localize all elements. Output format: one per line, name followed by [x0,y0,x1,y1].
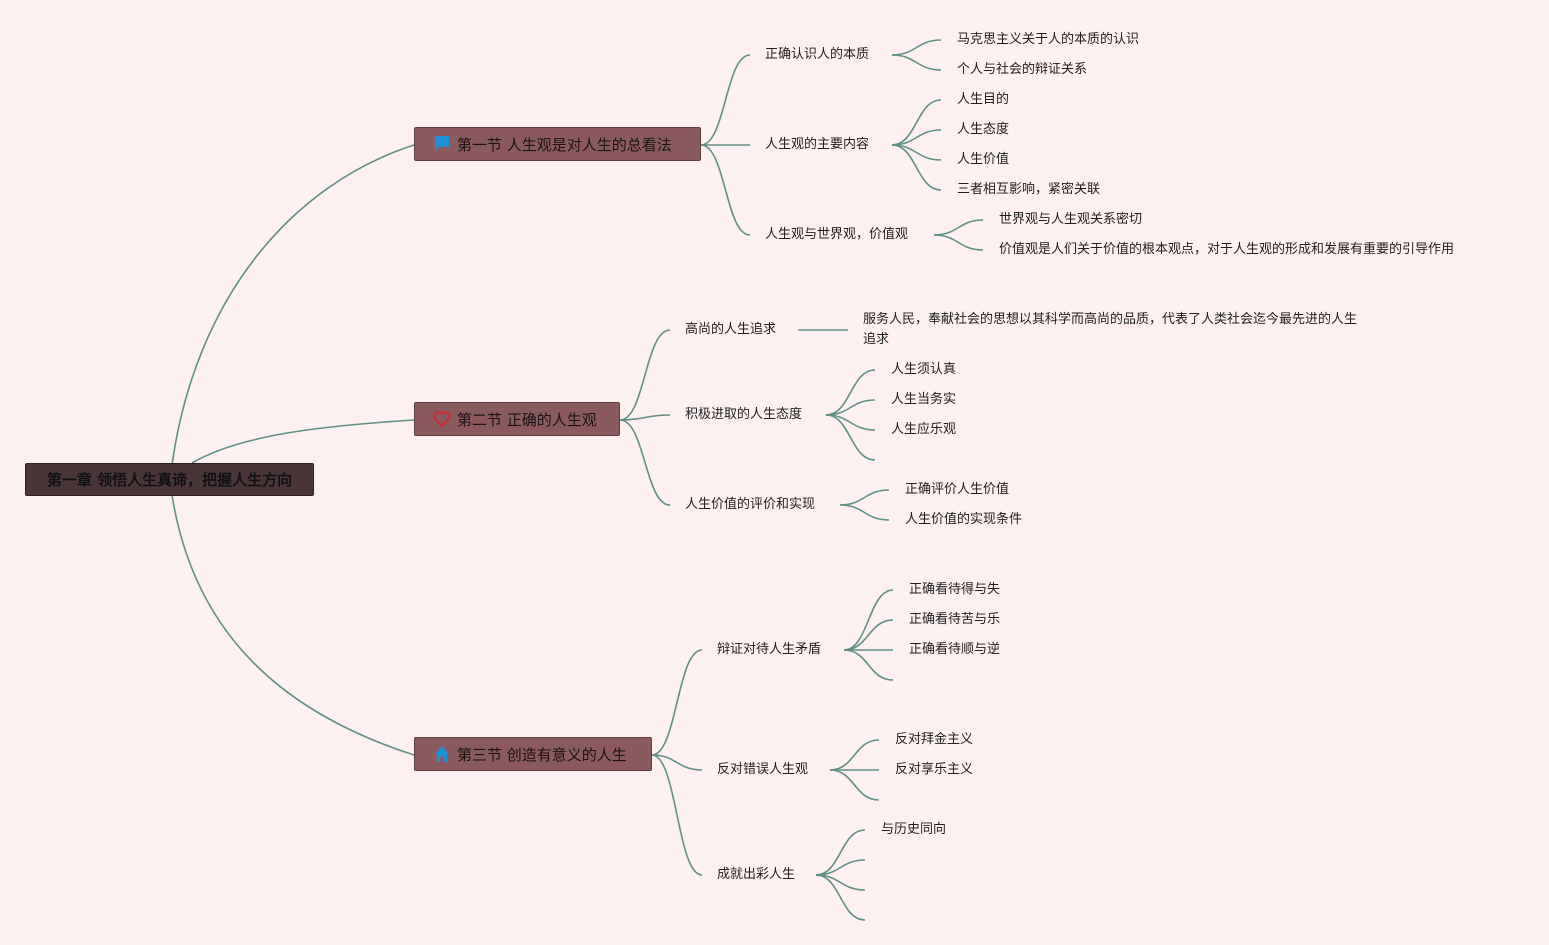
section-label: 第二节 正确的人生观 [457,410,597,429]
heart-icon [431,409,453,429]
leaf-2-1-1[interactable]: 服务人民，奉献社会的思想以其科学而高尚的品质，代表了人类社会迄今最先进的人生追求 [863,312,1358,347]
connector-line-24 [843,589,894,651]
connector-line-20 [839,504,890,521]
leaf-1-1-1[interactable]: 马克思主义关于人的本质的认识 [957,32,1140,47]
connector-line-1 [700,54,751,146]
connector-line-23 [651,754,703,876]
topic-1-2[interactable]: 人生观的主要内容 [765,137,870,152]
leaf-1-1-2[interactable]: 个人与社会的辩证关系 [957,62,1088,77]
leaf-2-3-2[interactable]: 人生价值的实现条件 [905,512,1023,527]
connector-line-6 [891,99,942,146]
connector-line-13 [619,414,671,421]
leaf-2-2-1[interactable]: 人生须认真 [891,362,957,377]
leaf-1-2-2[interactable]: 人生态度 [957,122,1010,137]
connector-line-27 [843,649,894,681]
connector-line-18 [825,414,876,461]
connector-line-10 [933,219,984,236]
section-node-1[interactable]: 第一节 人生观是对人生的总看法 [414,127,701,161]
root-to-section-3 [171,494,415,756]
connector-line-31 [815,829,866,876]
connector-line-30 [829,769,880,801]
section-label: 第三节 创造有意义的人生 [457,745,627,764]
leaf-1-2-3[interactable]: 人生价值 [957,152,1010,167]
flag-icon [431,134,453,154]
topic-2-1[interactable]: 高尚的人生追求 [685,322,777,337]
home-icon [431,744,453,764]
topic-2-3[interactable]: 人生价值的评价和实现 [685,497,816,512]
topic-3-3[interactable]: 成就出彩人生 [717,867,796,882]
leaf-1-3-1[interactable]: 世界观与人生观关系密切 [999,212,1143,227]
section-node-2[interactable]: 第二节 正确的人生观 [414,402,620,436]
leaf-3-2-2[interactable]: 反对享乐主义 [895,762,974,777]
connector-line-9 [891,144,942,191]
topic-2-2[interactable]: 积极进取的人生态度 [685,407,803,422]
leaf-1-2-1[interactable]: 人生目的 [957,92,1010,107]
connector-line-12 [619,329,671,421]
leaf-3-1-2[interactable]: 正确看待苦与乐 [909,612,1001,627]
connector-line-22 [651,754,703,771]
connector-line-11 [933,234,984,251]
connector-line-28 [829,739,880,771]
section-node-3[interactable]: 第三节 创造有意义的人生 [414,737,652,771]
connector-line-14 [619,419,671,506]
connector-line-15 [825,369,876,416]
root-label: 第一章 领悟人生真谛，把握人生方向 [46,471,293,489]
section-label: 第一节 人生观是对人生的总看法 [457,135,672,154]
connector-line-25 [843,619,894,651]
leaf-2-2-3[interactable]: 人生应乐观 [891,422,957,437]
connector-line-4 [891,39,942,56]
leaf-2-3-1[interactable]: 正确评价人生价值 [905,482,1010,497]
leaf-1-2-4[interactable]: 三者相互影响，紧密关联 [957,182,1101,197]
topic-3-1[interactable]: 辩证对待人生矛盾 [717,642,822,657]
topic-3-2[interactable]: 反对错误人生观 [717,762,809,777]
leaf-2-2-2[interactable]: 人生当务实 [891,392,957,407]
topic-1-1[interactable]: 正确认识人的本质 [765,47,870,62]
leaf-3-2-1[interactable]: 反对拜金主义 [895,732,974,747]
root-to-section-2 [191,419,415,464]
root-node[interactable]: 第一章 领悟人生真谛，把握人生方向 [25,463,314,496]
leaf-3-1-1[interactable]: 正确看待得与失 [909,582,1001,597]
topic-1-3[interactable]: 人生观与世界观，价值观 [765,227,909,242]
connector-line-5 [891,54,942,71]
connector-line-19 [839,489,890,506]
leaf-3-3-1[interactable]: 与历史同向 [881,822,947,837]
root-to-section-1 [171,144,415,466]
leaf-1-3-2[interactable]: 价值观是人们关于价值的根本观点，对于人生观的形成和发展有重要的引导作用 [999,242,1455,257]
leaf-3-1-3[interactable]: 正确看待顺与逆 [909,642,1001,657]
connector-line-21 [651,649,703,756]
connector-line-3 [700,144,751,236]
connector-line-34 [815,874,866,921]
